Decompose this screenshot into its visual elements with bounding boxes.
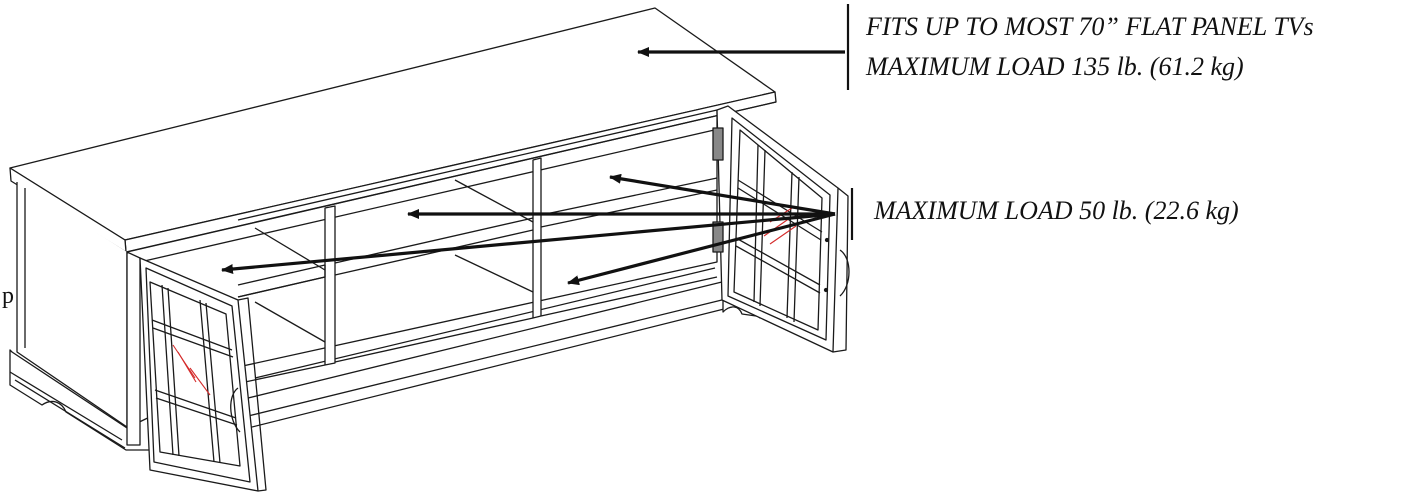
arrow-bottom-right — [567, 212, 836, 286]
right-door-handle — [839, 249, 850, 297]
shelf-left — [237, 264, 326, 298]
tv-fit-label: FITS UP TO MOST 70” FLAT PANEL TVs — [866, 12, 1314, 41]
shelf-middle — [334, 217, 534, 276]
front-left-post — [126, 251, 141, 446]
bottom-rail — [239, 279, 731, 419]
top-max-load-label: MAXIMUM LOAD 135 lb. (61.2 kg) — [866, 52, 1244, 81]
stray-character: p — [2, 283, 14, 309]
shelf-max-load-label: MAXIMUM LOAD 50 lb. (22.6 kg) — [874, 196, 1239, 225]
arrow-shelf-right — [609, 173, 836, 216]
arrow-shelf-left — [221, 212, 836, 274]
left-glass-door — [139, 257, 267, 492]
interior-back — [237, 109, 718, 368]
divider-right — [532, 157, 542, 319]
load-arrows — [221, 47, 845, 286]
lower-hinge — [712, 221, 724, 253]
shelf-right — [540, 177, 718, 228]
divider-left — [324, 205, 336, 366]
upper-hinge — [712, 127, 724, 161]
left-glass-accent — [172, 344, 211, 396]
left-door-handle — [230, 387, 241, 433]
